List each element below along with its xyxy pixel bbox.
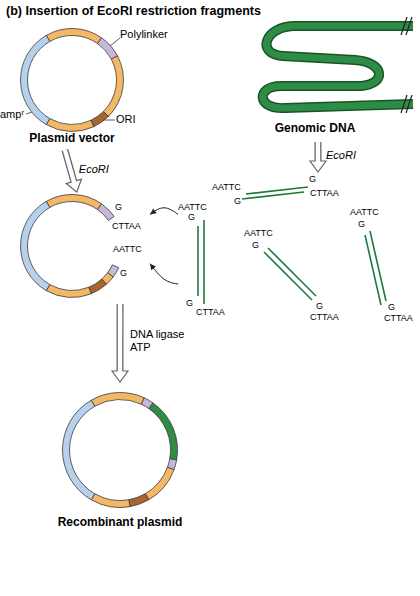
dna-outline — [263, 26, 413, 108]
plasmid-segment — [46, 119, 94, 132]
plasmid-segment — [91, 392, 144, 406]
node-title: Plasmid vector — [10, 132, 134, 146]
plasmid-segment — [46, 285, 91, 298]
dna-strand — [242, 192, 304, 199]
plasmid-segment — [98, 38, 118, 59]
node-shape — [178, 200, 230, 320]
connector — [150, 264, 178, 284]
sticky-end: G — [234, 196, 241, 206]
arrow-line — [150, 208, 178, 215]
plasmid-segment — [103, 56, 123, 117]
arrow-head — [66, 179, 81, 192]
part-label: ORI — [116, 113, 136, 126]
sticky-end: AATTC — [212, 182, 241, 192]
plasmid-segment — [21, 201, 50, 290]
part-label: Polylinker — [120, 28, 168, 41]
dna-strand — [203, 220, 205, 304]
arrow-head — [112, 371, 128, 382]
plasmid-segment — [46, 195, 101, 210]
node-shape — [10, 22, 134, 150]
plasmid-segment — [89, 279, 107, 294]
node-shape — [346, 205, 418, 325]
plasmid-segment — [149, 403, 178, 460]
plasmid-segment — [46, 29, 101, 44]
sticky-end: G — [188, 212, 195, 222]
plasmid-segment — [145, 467, 174, 500]
plasmid-ring — [21, 195, 119, 298]
sticky-end: G — [388, 302, 395, 312]
sticky-end: G — [252, 240, 259, 250]
break-mark — [401, 17, 407, 35]
arrow-head — [150, 208, 157, 214]
sticky-end: CTTAA — [196, 307, 225, 317]
sticky-end: G — [186, 298, 193, 308]
arrow-head — [150, 264, 156, 271]
sticky-end: AATTC — [244, 228, 273, 238]
dna-fragment: AATTCGGCTTAA — [178, 200, 230, 320]
cut-plasmid: G CTTAA AATTC G — [10, 192, 150, 304]
connector — [150, 208, 178, 215]
sticky-end: AATTC — [350, 207, 379, 217]
arrow-shaft — [65, 150, 74, 181]
sticky-end: AATTC — [113, 244, 142, 254]
part-label: ampʳ — [0, 108, 24, 121]
connector — [112, 304, 128, 382]
node-shape — [244, 226, 348, 324]
recombinant-plasmid: Recombinant plasmid — [55, 382, 185, 552]
dna-fragment: AATTC G G CTTAA — [212, 172, 344, 212]
break-mark — [406, 95, 412, 113]
leader-line — [26, 112, 32, 114]
edge-label: DNA ligase ATP — [130, 328, 192, 353]
plasmid-segment — [91, 494, 130, 508]
plasmid-ring — [63, 392, 178, 507]
edge-label: EcoRI — [79, 163, 109, 176]
plasmid-ring — [21, 29, 124, 132]
edge-label: EcoRI — [326, 149, 356, 162]
plasmid-segment — [91, 111, 109, 126]
connector — [310, 142, 326, 172]
sticky-end: G — [115, 202, 122, 212]
dna-strand — [365, 235, 381, 305]
sticky-end: G — [120, 268, 127, 278]
leader-line — [110, 38, 120, 46]
sticky-end: G — [358, 219, 365, 229]
arrow-head — [310, 161, 326, 172]
sticky-end: CTTAA — [384, 313, 413, 323]
arrow-inner — [65, 150, 74, 183]
figure-title: (b) Insertion of EcoRI restriction fragm… — [6, 4, 261, 18]
node-title: Recombinant plasmid — [45, 516, 195, 530]
plasmid-segment — [63, 400, 95, 500]
sticky-end: CTTAA — [310, 312, 339, 322]
sticky-end: CTTAA — [112, 221, 141, 231]
arrow-inner — [316, 142, 320, 163]
dna-fragment: AATTCGGCTTAA — [244, 226, 348, 324]
arrow-line — [150, 264, 178, 284]
dna-strand — [268, 248, 316, 296]
arrow-shaft — [314, 142, 321, 161]
sticky-end: G — [309, 174, 316, 184]
sticky-end: CTTAA — [310, 188, 339, 198]
node-title: Genomic DNA — [235, 122, 395, 136]
arrow-shaft — [117, 304, 124, 371]
plasmid-segment — [129, 494, 149, 507]
plasmid-vector: Plasmid vector — [10, 22, 134, 150]
sticky-end: AATTC — [178, 202, 207, 212]
genomic-dna: Genomic DNA — [235, 10, 415, 142]
plasmid-segment — [98, 204, 115, 221]
dna-strand — [263, 26, 413, 108]
dna-strand — [264, 252, 312, 300]
arrow-inner — [118, 304, 122, 373]
plasmid-segment — [21, 35, 50, 124]
dna-strand — [197, 226, 199, 296]
sticky-end: G — [316, 301, 323, 311]
break-mark — [406, 17, 412, 35]
break-mark — [401, 95, 407, 113]
dna-fragment: AATTCGGCTTAA — [346, 205, 418, 325]
